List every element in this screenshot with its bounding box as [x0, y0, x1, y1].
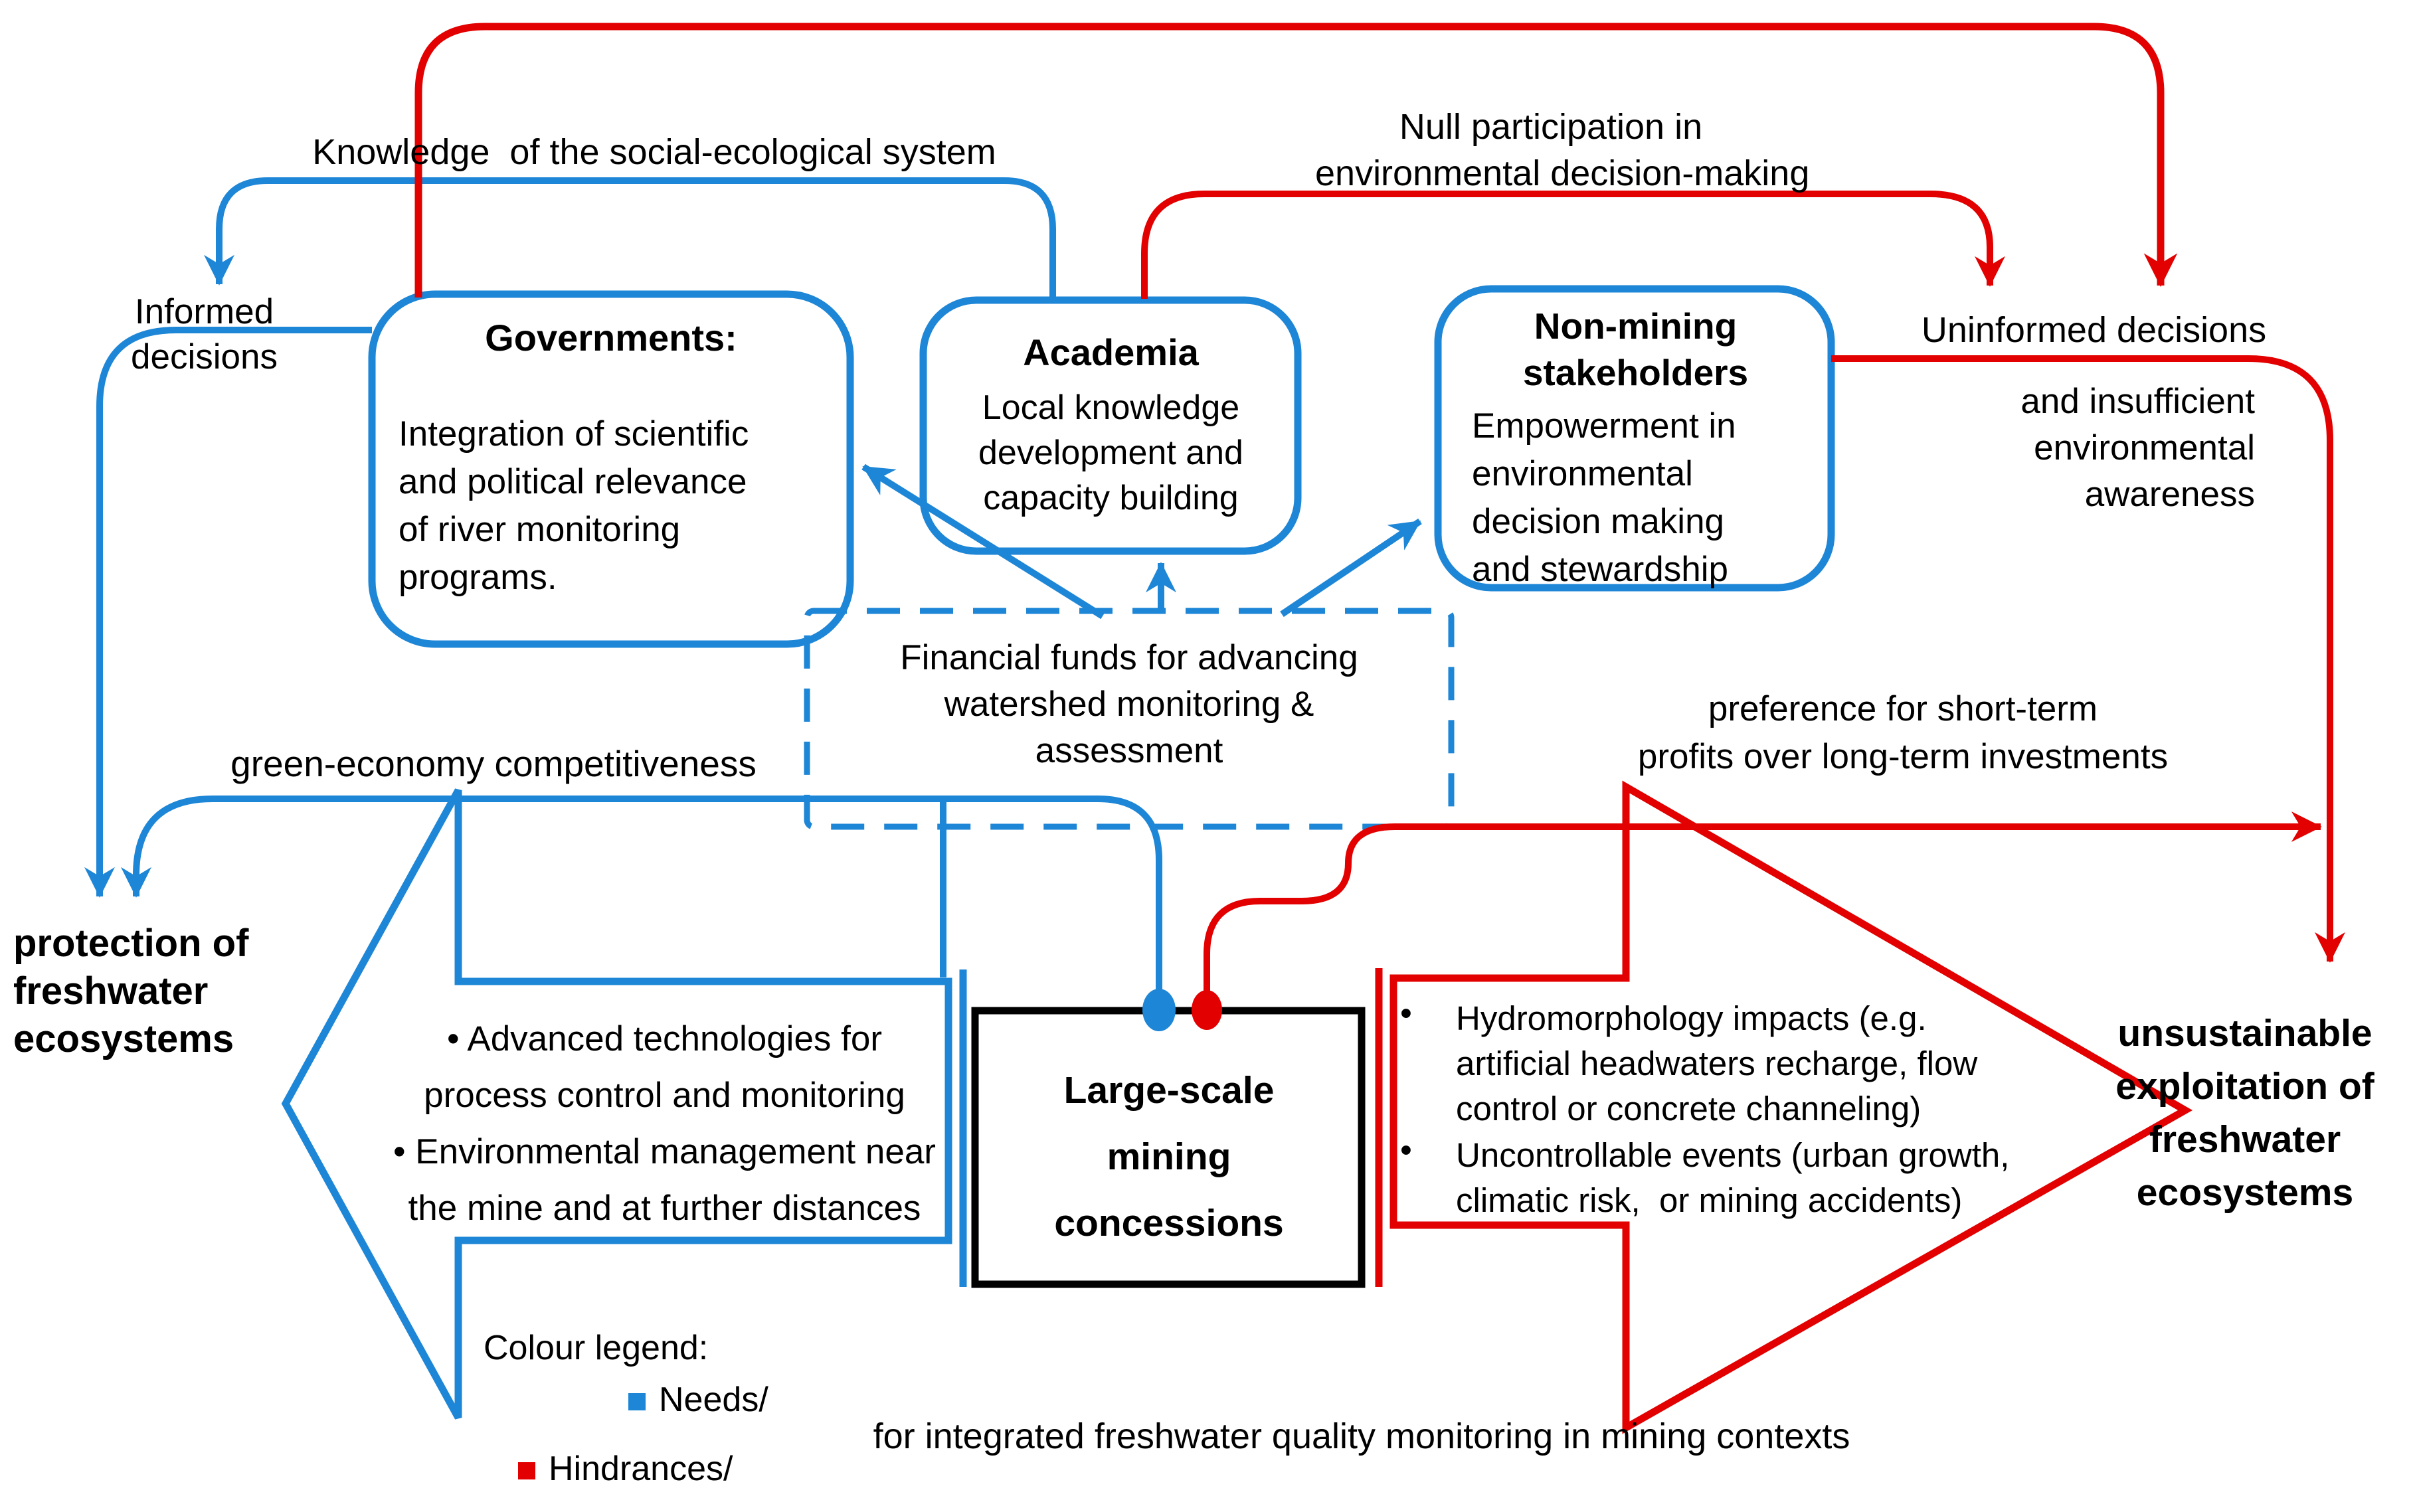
mining-concessions-box [971, 1007, 1366, 1288]
funds-to-governments-arrow [861, 463, 1105, 620]
academia-body: Local knowledge development and capacity… [978, 388, 1243, 517]
uncontrollable-bullet-item: Uncontrollable events (urban growth, cli… [1456, 1136, 2010, 1219]
preference-label: preference for short-term profits over l… [1637, 689, 2169, 776]
preference-short-term-line [1204, 811, 2322, 1009]
non-mining-title: Non-mining stakeholders [1522, 305, 1749, 393]
hydromorphology-bullet-item: Hydromorphology impacts (e.g. artificial… [1456, 999, 1978, 1128]
academia-box [919, 296, 1302, 555]
legend-hindrances-label: Hindrances/ [549, 1450, 733, 1488]
protection-arrow-bullets: • Advanced technologies for process cont… [393, 1019, 936, 1228]
green-economy-label: green-economy competitiveness [230, 743, 757, 784]
legend-title: Colour legend: [484, 1329, 709, 1367]
unsustainable-label: unsustainable exploitation of freshwater… [2115, 1012, 2374, 1214]
protection-big-arrow [281, 788, 952, 1420]
red-junction-dot [1192, 990, 1222, 1030]
null-participation-line [1141, 191, 2005, 299]
legend-context-label: for integrated freshwater quality monito… [873, 1416, 1850, 1456]
mining-concessions-body: Large-scale mining concessions [1054, 1069, 1284, 1244]
non-mining-body: Empowerment in environmental decision ma… [1472, 406, 1736, 589]
knowledge-label: Knowledge of the social-ecological syste… [312, 132, 996, 172]
uninformed-decisions-label: Uninformed decisions [1921, 310, 2267, 350]
needs-swatch-icon [628, 1393, 646, 1410]
insufficient-awareness-label: and insufficient environmental awareness [2020, 382, 2255, 514]
uninformed-decisions-line [1831, 355, 2345, 963]
informed-decisions-label: Informed decisions [131, 292, 278, 377]
funds-to-stakeholders-arrow [1280, 518, 1422, 618]
bullet-icon: • [1400, 994, 1412, 1032]
governments-title: Governments: [485, 317, 737, 359]
financial-funds-dashed-box [804, 608, 1455, 830]
financial-funds-body: Financial funds for advancing watershed … [900, 638, 1358, 770]
governments-body: Integration of scientific and political … [399, 414, 749, 597]
null-participation-label: Null participation in environmental deci… [1315, 107, 1810, 193]
exploitation-big-arrow [1389, 780, 2193, 1434]
bullet-icon: • [1400, 1131, 1412, 1169]
non-mining-box [1434, 285, 1835, 592]
legend-needs-label: Needs/ [659, 1381, 768, 1419]
governments-box [368, 290, 854, 648]
knowledge-connector-line [204, 177, 1056, 300]
protection-label: protection of freshwater ecosystems [13, 922, 249, 1060]
blue-junction-dot [1142, 989, 1176, 1031]
top-hindrance-line [414, 23, 2178, 297]
informed-decisions-connector-line [84, 327, 372, 898]
green-economy-connector-line [121, 796, 1162, 1009]
hindrances-swatch-icon [518, 1462, 535, 1479]
academia-title: Academia [1023, 331, 1199, 373]
